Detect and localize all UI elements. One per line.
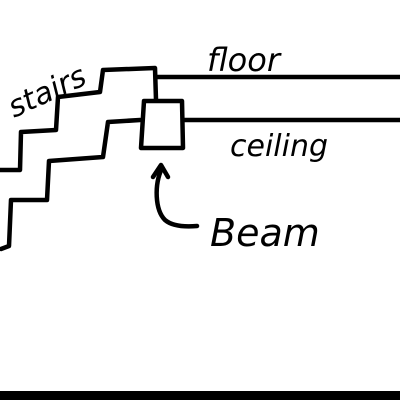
ceiling-label: ceiling bbox=[230, 129, 328, 164]
beam-arrow bbox=[154, 165, 200, 229]
bottom-edge bbox=[0, 391, 400, 400]
beam-arrow-head bbox=[150, 162, 171, 180]
stairs-label: stairs bbox=[3, 59, 92, 125]
stairs-upper-outline bbox=[0, 65, 159, 173]
floor-label: floor bbox=[207, 41, 282, 79]
beam-label: Beam bbox=[210, 211, 320, 255]
beam-box bbox=[138, 98, 186, 151]
stairs-lower-outline bbox=[0, 117, 143, 252]
